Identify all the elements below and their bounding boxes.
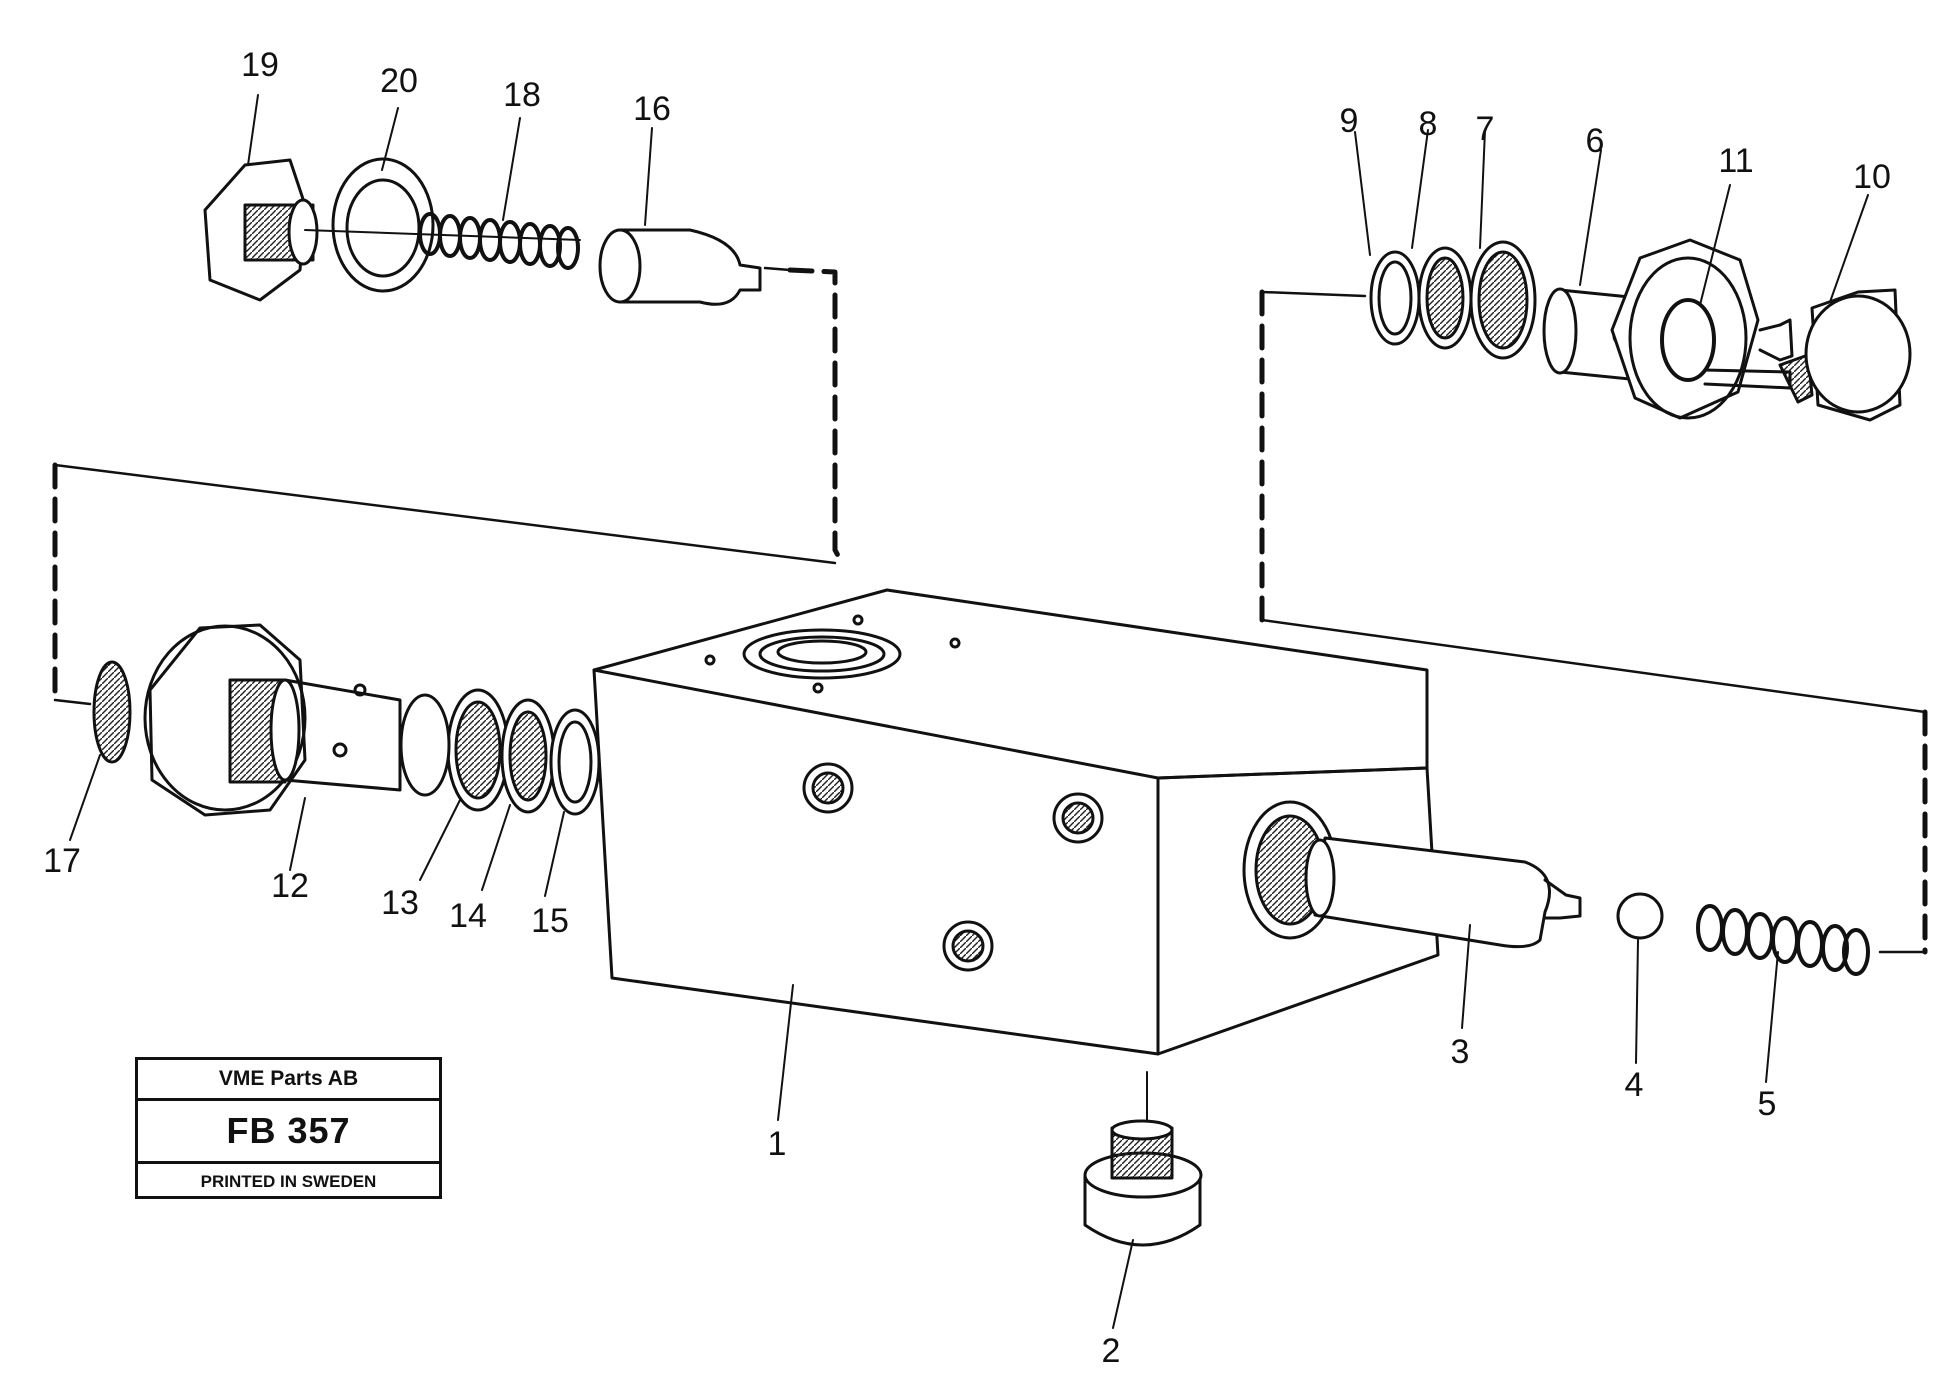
plug-nut-19 — [203, 158, 319, 302]
callout-1: 1 — [768, 1125, 787, 1163]
assembly-path-left — [52, 267, 845, 703]
assembly-path-right-solid — [1260, 290, 1927, 954]
callout-18: 18 — [503, 76, 541, 114]
company-name: VME Parts AB — [138, 1060, 439, 1101]
ring-17 — [92, 660, 132, 764]
assembly-path-left-solid — [53, 266, 837, 706]
leader-lines — [69, 94, 1869, 1329]
assembly-path-right — [1259, 289, 1928, 955]
seal-rings — [1369, 240, 1537, 360]
relief-cap — [1703, 288, 1912, 422]
callout-6: 6 — [1586, 122, 1605, 160]
washer-20 — [331, 157, 435, 293]
relief-nut — [1610, 238, 1794, 420]
plug — [1083, 1071, 1203, 1247]
callout-19: 19 — [241, 46, 279, 84]
callout-11: 11 — [1718, 142, 1753, 180]
callout-2: 2 — [1102, 1332, 1121, 1370]
callout-17: 17 — [43, 842, 81, 880]
callout-5: 5 — [1758, 1085, 1777, 1123]
poppet-16 — [598, 228, 762, 306]
spring-5 — [1696, 904, 1870, 976]
callout-15: 15 — [531, 902, 569, 940]
title-block: VME Parts AB FB 357 PRINTED IN SWEDEN — [135, 1057, 442, 1199]
seal-rings-lower — [399, 688, 601, 816]
spring-18 — [418, 212, 580, 270]
callout-numbers: 1 2 3 4 5 6 7 8 9 10 11 12 13 14 15 16 1… — [43, 46, 1891, 1370]
callout-14: 14 — [449, 897, 487, 935]
ball — [1616, 892, 1664, 940]
washer-11 — [1660, 298, 1716, 382]
callout-4: 4 — [1625, 1066, 1644, 1104]
callout-10: 10 — [1853, 158, 1891, 196]
callout-9: 9 — [1340, 102, 1359, 140]
callout-16: 16 — [633, 90, 671, 128]
spool — [1304, 836, 1582, 949]
printed-note: PRINTED IN SWEDEN — [200, 1171, 377, 1191]
callout-13: 13 — [381, 884, 419, 922]
callout-7: 7 — [1476, 110, 1495, 148]
callout-8: 8 — [1419, 105, 1438, 143]
callout-20: 20 — [380, 62, 418, 100]
callout-3: 3 — [1451, 1033, 1470, 1071]
valve-body — [592, 588, 1440, 1056]
callout-12: 12 — [271, 867, 309, 905]
diagram-code: FB 357 — [138, 1101, 439, 1164]
cartridge-12 — [143, 623, 402, 817]
